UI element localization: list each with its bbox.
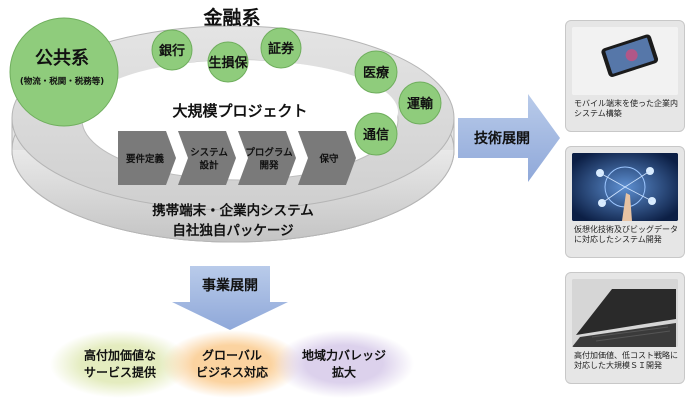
- ring-bottom-line1: 携帯端末・企業内システム: [152, 202, 314, 219]
- side-card-large-si: 高付加価値、低コスト戦略に対応した大規模ＳＩ開発: [565, 272, 685, 384]
- finance-node-label: 銀行: [159, 43, 185, 59]
- process-step-label: システム設計: [190, 148, 228, 172]
- process-step: システム設計: [178, 131, 236, 185]
- business-outcomes: 高付加価値なサービス提供 グローバルビジネス対応 地域力バレッジ拡大: [50, 330, 414, 398]
- business-outcome-label: 地域力バレッジ拡大: [302, 348, 386, 380]
- industry-node: 医療: [354, 50, 398, 94]
- smartphone-photo-icon: [572, 27, 678, 95]
- process-step-label: プログラム開発: [245, 147, 293, 172]
- industry-node: 運輸: [398, 81, 442, 125]
- finance-node: 証券: [260, 27, 302, 69]
- business-outcome-label: 高付加価値なサービス提供: [84, 348, 156, 380]
- tech-expansion-arrow: 技術展開: [458, 94, 560, 182]
- ring-bottom-line2: 自社独自パッケージ: [172, 222, 294, 239]
- business-outcome-label: グローバルビジネス対応: [196, 348, 268, 380]
- finance-node-label: 生損保: [208, 55, 248, 71]
- public-sector-subtitle: (物流・税関・税務等): [20, 76, 104, 87]
- industry-node-label: 通信: [363, 127, 389, 143]
- public-sector-title: 公共系: [35, 48, 89, 69]
- public-sector-node: 公共系 (物流・税関・税務等): [9, 17, 119, 127]
- side-card-caption: モバイル端末を使った企業内システム構築: [574, 99, 678, 118]
- business-outcome: 地域力バレッジ拡大: [274, 330, 414, 398]
- industry-node: 通信: [354, 112, 398, 156]
- side-card-caption: 仮想化技術及びビッグデータに対応したシステム開発: [574, 225, 678, 244]
- process-step: 保守: [298, 131, 356, 185]
- finance-node: 生損保: [207, 41, 249, 83]
- business-outcome: 高付加価値なサービス提供: [50, 330, 190, 398]
- tech-expansion-label: 技術展開: [474, 130, 530, 147]
- process-step-label: 要件定義: [126, 153, 165, 165]
- process-step: 要件定義: [118, 131, 176, 185]
- finance-node: 銀行: [151, 29, 193, 71]
- cloud-network-photo-icon: [572, 153, 678, 221]
- side-card-mobile: モバイル端末を使った企業内システム構築: [565, 20, 685, 132]
- laptop-photo-icon: [572, 279, 678, 347]
- business-outcome: グローバルビジネス対応: [162, 330, 302, 398]
- industry-node-label: 医療: [363, 65, 390, 81]
- process-step-label: 保守: [318, 153, 339, 165]
- industry-node-label: 運輸: [407, 96, 434, 112]
- side-card-caption: 高付加価値、低コスト戦略に対応した大規模ＳＩ開発: [574, 351, 678, 370]
- finance-title: 金融系: [202, 6, 260, 29]
- center-title: 大規模プロジェクト: [172, 102, 307, 120]
- business-expansion-arrow: 事業展開: [172, 266, 288, 330]
- finance-node-label: 証券: [268, 41, 295, 57]
- side-card-virtualization: 仮想化技術及びビッグデータに対応したシステム開発: [565, 146, 685, 258]
- process-step: プログラム開発: [238, 131, 296, 185]
- business-expansion-label: 事業展開: [202, 277, 258, 294]
